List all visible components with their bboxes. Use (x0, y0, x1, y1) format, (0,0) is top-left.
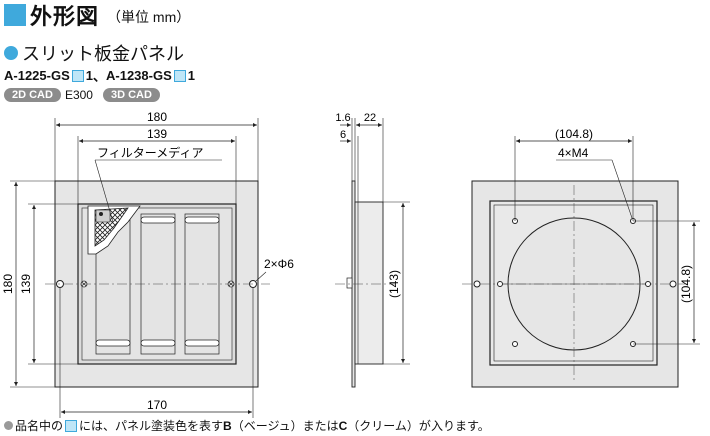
color-code-box-icon (65, 419, 78, 432)
footnote-code-c: C (338, 418, 348, 433)
footnote-pre: 品名中の (15, 419, 64, 433)
color-code-box-icon (71, 69, 84, 82)
cad-links: 2D CAD E300 3D CAD (4, 88, 160, 102)
dim-hole-pitch: 170 (147, 398, 167, 412)
cad-2d-model: E300 (64, 88, 93, 102)
title-square-icon (4, 4, 26, 26)
side-dim-height: (143) (387, 270, 401, 298)
title-block: 外形図 （単位 mm） (4, 2, 191, 29)
side-dim-thickness: 1.6 (335, 112, 350, 124)
screw-holes (473, 218, 677, 347)
model-2: A-1238-GS (106, 68, 172, 83)
slot-column-3 (184, 213, 220, 355)
rear-dim-right: (104.8) (679, 265, 693, 303)
footnote-code-b: B (223, 418, 232, 433)
side-dim-offset: 6 (340, 129, 346, 141)
footnote: 品名中の には、パネル塗装色を表す B （ベージュ）または C （クリーム）が入… (4, 417, 490, 434)
side-view: 1.6 22 6 (143) (335, 112, 410, 388)
model-1-suffix: 1 (85, 68, 93, 83)
model-numbers: A-1225-GS 1 、 A-1238-GS 1 (4, 66, 195, 85)
model-2-suffix: 1 (187, 68, 195, 83)
screw-label: 4×M4 (558, 146, 589, 160)
model-1: A-1225-GS (4, 68, 70, 83)
dim-width-inner: 139 (147, 127, 167, 141)
section-title: スリット板金パネル (22, 44, 184, 64)
footnote-mid: には、パネル塗装色を表す (79, 419, 224, 433)
footnote-bullet-icon (4, 421, 13, 430)
unit-note: （単位 mm） (107, 9, 191, 25)
dim-height-inner: 139 (19, 274, 33, 294)
section-heading: スリット板金パネル (4, 40, 184, 66)
dim-height-outer: 180 (1, 274, 15, 294)
model-separator: 、 (92, 69, 106, 84)
cad-2d-badge[interactable]: 2D CAD (4, 88, 61, 102)
front-view: 180 139 フィルターメディア 180 139 170 2×Φ6 (1, 110, 294, 418)
color-code-box-icon (173, 69, 186, 82)
cad-3d-badge[interactable]: 3D CAD (102, 88, 160, 102)
footnote-b-desc: （ベージュ）または (231, 419, 339, 433)
side-body (354, 201, 384, 365)
bullet-dot-icon (4, 46, 18, 60)
side-dim-depth: 22 (364, 112, 376, 124)
page-title: 外形図 (30, 4, 100, 29)
rear-dim-top: (104.8) (555, 127, 593, 141)
hole-label: 2×Φ6 (264, 257, 294, 271)
dim-width-outer: 180 (147, 110, 167, 124)
rear-view: (104.8) 4×M4 (104.8) (462, 127, 700, 388)
filter-media-label: フィルターメディア (97, 145, 203, 160)
footnote-c-desc: （クリーム）が入ります。 (347, 419, 490, 433)
